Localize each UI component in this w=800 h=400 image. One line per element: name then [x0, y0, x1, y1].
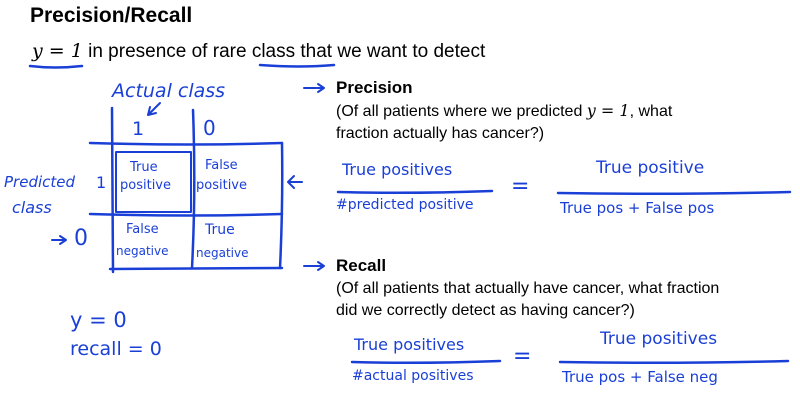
recall-equals-zero: recall = 0: [70, 338, 162, 360]
recall-frac-denominator: #actual positives: [352, 368, 474, 384]
precision-frac-numerator-2: True positive: [596, 158, 705, 178]
matrix-bottom-line: [108, 266, 284, 271]
recall-arrow: [303, 261, 325, 271]
precision-desc-math: y = 1: [586, 101, 630, 120]
cell-true-negative-2: negative: [196, 246, 249, 260]
precision-frac-bar-2: [556, 190, 792, 196]
precision-frac-numerator: True positives: [342, 160, 453, 179]
row-1-label: 1: [96, 173, 107, 192]
recall-desc-line2: did we correctly detect as having cancer…: [336, 302, 635, 319]
slide-title: Precision/Recall: [30, 4, 193, 27]
cell-false-negative-2: negative: [116, 244, 169, 258]
precision-frac-denominator: #predicted positive: [336, 197, 474, 213]
recall-frac-denominator-2: True pos + False neg: [562, 368, 718, 386]
recall-desc-line1: (Of all patients that actually have canc…: [336, 280, 720, 297]
recall-frac-equals: =: [513, 344, 532, 369]
actual-class-label: Actual class: [112, 80, 226, 102]
recall-frac-numerator-2: True positives: [600, 329, 718, 349]
precision-heading: Precision: [336, 78, 413, 97]
subtitle-rare-class: rare class: [212, 41, 296, 62]
subtitle-math: y = 1: [32, 40, 83, 62]
slide-subtitle: y = 1 in presence of rare class that we …: [32, 40, 485, 63]
matrix-right-vertical: [278, 141, 284, 270]
row-0-label: 0: [74, 226, 88, 251]
column-1-label: 1: [132, 118, 145, 140]
y-equals-zero: y = 0: [70, 308, 127, 332]
matrix-middle-vertical: [190, 108, 196, 270]
precision-frac-bar: [336, 189, 494, 195]
underline-y-equals-1: [28, 64, 84, 69]
underline-rare-class: [258, 63, 336, 68]
predicted-label: Predicted: [4, 173, 76, 191]
matrix-middle-horizontal: [88, 212, 284, 217]
cell-false-positive-2: positive: [196, 178, 247, 193]
precision-frac-denominator-2: True pos + False pos: [560, 199, 715, 217]
precision-desc-line2: fraction actually has cancer?): [336, 125, 545, 142]
matrix-top-line: [88, 141, 284, 146]
predicted-row-arrow: [287, 175, 303, 189]
recall-frac-bar-2: [558, 359, 790, 365]
recall-heading: Recall: [336, 256, 387, 275]
predicted-positive-box: [115, 151, 192, 213]
matrix-left-border: [110, 106, 115, 274]
cell-false-positive-1: False: [205, 158, 238, 173]
precision-arrow: [303, 83, 325, 93]
cell-true-positive-1: True: [130, 160, 158, 175]
column-0-label: 0: [203, 116, 216, 140]
cell-false-negative-1: False: [126, 222, 159, 237]
cell-true-positive-2: positive: [120, 178, 171, 193]
subtitle-text-2: that we want to detect: [295, 41, 486, 62]
subtitle-text-1: in presence of: [82, 41, 213, 62]
recall-frac-bar: [350, 359, 502, 365]
predicted-class-label: class: [12, 198, 52, 217]
row-0-arrow: [51, 235, 67, 245]
precision-desc-1: (Of all patients where we predicted: [336, 103, 587, 120]
precision-desc-2: , what: [629, 103, 673, 120]
recall-description: (Of all patients that actually have canc…: [336, 278, 719, 322]
column-1-arrow: [147, 102, 161, 116]
precision-description: (Of all patients where we predicted y = …: [336, 100, 672, 145]
recall-frac-numerator: True positives: [354, 335, 465, 354]
cell-true-negative-1: True: [205, 222, 235, 238]
precision-frac-equals: =: [511, 174, 530, 199]
